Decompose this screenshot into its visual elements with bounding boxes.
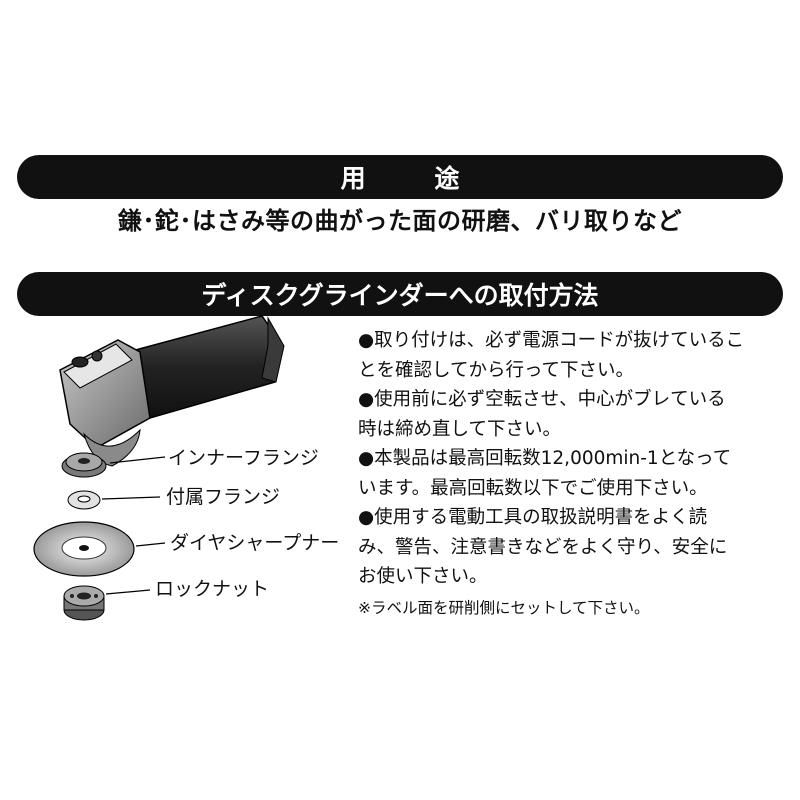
mounting-title: ディスクグラインダーへの取付方法 — [201, 281, 599, 310]
instruction-list: ●取り付けは、必ず電源コードが抜けているこ とを確認してから行って下さい。 ●使… — [358, 326, 798, 620]
attached-flange-icon — [67, 490, 101, 510]
disc-grinder-icon — [59, 315, 285, 467]
instruction-item-2: ●使用前に必ず空転させ、中心がブレている 時は締め直して下さい。 — [358, 389, 726, 440]
label-diamond-sharpener: ダイヤシャープナー — [170, 532, 340, 554]
label-inner-flange: インナーフランジ — [168, 447, 319, 469]
instruction-item-4: ●使用する電動工具の取扱説明書をよく読 み、警告、注意書きなどをよく守り、安全に… — [358, 507, 728, 587]
inner-flange-icon — [61, 452, 107, 478]
usage-title: 用 途 — [340, 164, 490, 193]
label-side-note: ※ラベル面を研削側にセットして下さい。 — [358, 598, 650, 617]
instruction-item-1: ●取り付けは、必ず電源コードが抜けているこ とを確認してから行って下さい。 — [358, 330, 745, 381]
mounting-header-bar: ディスクグラインダーへの取付方法 — [17, 272, 783, 316]
instruction-item-3: ●本製品は最高回転数12,000min-1となって います。最高回転数以下でご使… — [358, 448, 732, 499]
diamond-sharpener-icon — [33, 521, 135, 577]
usage-text: 鎌･鉈･はさみ等の曲がった面の研磨、バリ取りなど — [118, 207, 682, 235]
usage-header-bar: 用 途 — [17, 155, 783, 199]
label-lock-nut: ロックナット — [155, 578, 270, 600]
label-attached-flange: 付属フランジ — [166, 486, 281, 508]
lock-nut-icon — [63, 585, 105, 621]
